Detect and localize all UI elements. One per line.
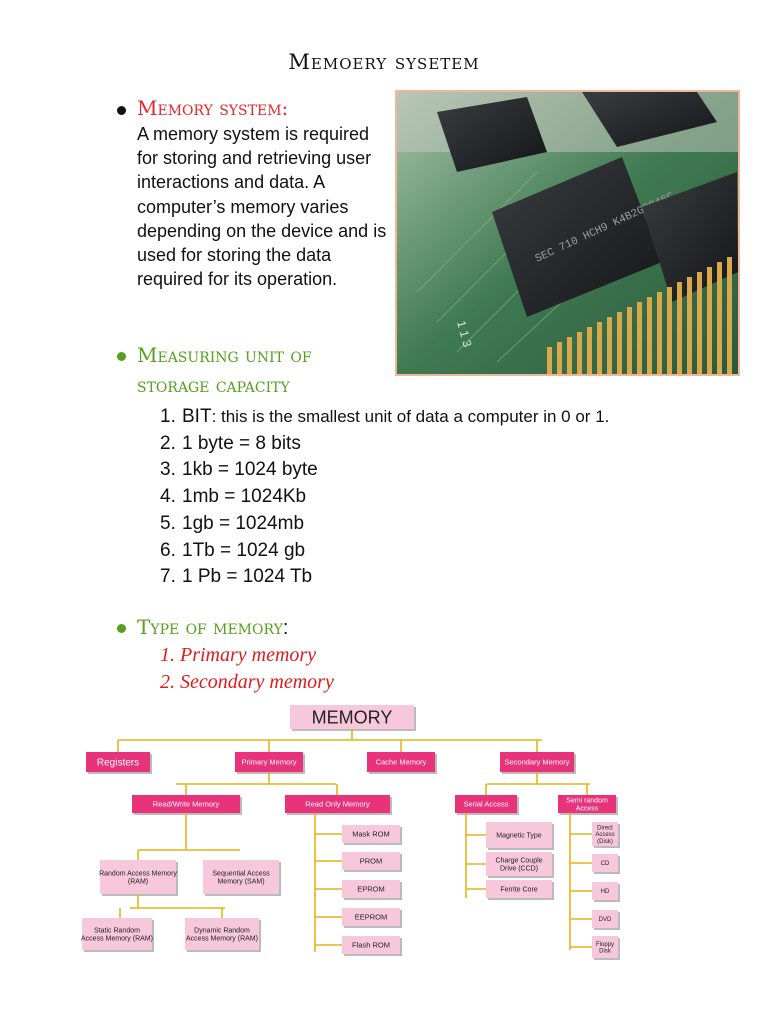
board-marking: 1 1 3: [454, 319, 475, 349]
semi-type-box: [592, 882, 618, 900]
list-item: 6.1Tb = 1024 gb: [160, 539, 306, 561]
ram-box-label: (RAM): [128, 878, 148, 885]
rom-type-box-label: EEPROM: [355, 913, 388, 922]
sam-box-label: Sequential Access: [212, 871, 270, 878]
level1-box-label: Registers: [97, 758, 139, 769]
read-write-memory-box-label: Read/Write Memory: [153, 800, 220, 809]
semi-type-label: DVD: [599, 917, 612, 923]
dram-box: [185, 918, 259, 950]
primary-memory-item: 1. Primary memory: [160, 644, 317, 666]
sam-box: [203, 860, 279, 894]
level1-box-label: Primary Memory: [241, 758, 296, 767]
rom-type-box-label: PROM: [360, 857, 383, 866]
page-title: Memoery sysetem: [288, 50, 480, 74]
storage-unit-list: 1. BIT: this is the smallest unit of dat…: [160, 404, 680, 591]
semi-type-label: CD: [601, 861, 610, 867]
semi-type-box: [592, 854, 618, 872]
level1-box: [500, 752, 574, 772]
secondary-memory-item: 2. Secondary memory: [160, 671, 334, 693]
serial-type-box-label: Magnetic Type: [496, 832, 542, 839]
rom-type-box-label: Mask ROM: [352, 830, 390, 839]
memory-root-box: [290, 705, 414, 729]
level1-box: [86, 752, 150, 772]
semi-type-label: (Disk): [597, 839, 613, 845]
serial-type-box: [486, 822, 552, 848]
level1-box-label: Cache Memory: [376, 758, 427, 767]
memory-root-box-label: MEMORY: [312, 707, 393, 727]
semi-type-label: Floppy: [596, 942, 614, 948]
level1-box-label: Secondary Memory: [504, 758, 569, 767]
list-item: 1. BIT: this is the smallest unit of dat…: [160, 406, 610, 427]
rom-type-box-label: EPROM: [357, 885, 385, 894]
serial-type-box-label: Drive (CCD): [500, 865, 538, 872]
rom-type-box-label: Flash ROM: [352, 941, 390, 950]
read-only-memory-box: [285, 795, 390, 813]
semi-type-box: [592, 936, 618, 958]
serial-type-box-label: Ferrite Core: [500, 886, 537, 893]
serial-type-box-label: Charge Couple: [495, 858, 542, 865]
bullet-dot: [117, 106, 126, 115]
list-item: 4.1mb = 1024Kb: [160, 486, 307, 508]
serial-access-box-label: Serial Access: [463, 800, 508, 809]
sram-box-label: Access Memory (RAM): [81, 935, 153, 942]
type-of-memory-heading: Type of memory:: [137, 615, 289, 639]
read-write-memory-box: [132, 795, 240, 813]
sram-box-label: Static Random: [94, 928, 140, 935]
ram-box-label: Random Access Memory: [99, 871, 177, 878]
memory-system-heading: Memory system:: [137, 96, 289, 120]
semi-type-label: Access: [595, 832, 614, 838]
read-only-memory-box-label: Read Only Memory: [305, 800, 370, 809]
semi-type-label: Direct: [597, 826, 613, 832]
rom-type-box: [342, 908, 400, 926]
semi-random-access-box: [558, 795, 616, 813]
semi-type-label: HD: [601, 889, 610, 895]
ram-module-photo: SEC 710 HCH9 K4B2G0846C 1 1 3: [395, 90, 740, 376]
semi-type-label: Disk: [599, 949, 612, 955]
semi-type-box: [592, 822, 618, 846]
measuring-unit-heading-line1: Measuring unit of: [137, 343, 312, 367]
sam-box-label: Memory (SAM): [217, 878, 264, 885]
serial-type-box: [486, 880, 552, 898]
rom-type-box: [342, 936, 400, 954]
list-item: 5.1gb = 1024mb: [160, 512, 305, 534]
semi-random-access-box-label: Semi random: [566, 798, 608, 805]
list-item: 3.1kb = 1024 byte: [160, 459, 318, 481]
semi-random-access-box-label: Access: [576, 805, 599, 812]
ram-module-illustration: SEC 710 HCH9 K4B2G0846C 1 1 3: [397, 92, 738, 374]
bullet-dot: [117, 624, 126, 633]
dram-box-label: Dynamic Random: [194, 928, 250, 935]
rom-type-box: [342, 880, 400, 898]
list-item: 7.1 Pb = 1024 Tb: [160, 566, 313, 588]
memory-system-paragraph: A memory system is required for storing …: [137, 124, 387, 290]
list-item: 2.1 byte = 8 bits: [160, 432, 301, 454]
semi-type-box: [592, 910, 618, 928]
rom-type-box: [342, 825, 400, 843]
serial-type-box: [486, 852, 552, 876]
rom-type-box: [342, 852, 400, 870]
ram-box: [100, 860, 176, 894]
bullet-dot: [117, 352, 126, 361]
level1-box: [235, 752, 303, 772]
measuring-unit-heading-line2: storage capacity: [137, 373, 290, 397]
dram-box-label: Access Memory (RAM): [186, 935, 258, 942]
memory-hierarchy-diagram: MEMORY Registers Primary Memory Cache Memor…: [81, 705, 620, 960]
level1-box: [367, 752, 435, 772]
sram-box: [82, 918, 152, 950]
serial-access-box: [455, 795, 517, 813]
